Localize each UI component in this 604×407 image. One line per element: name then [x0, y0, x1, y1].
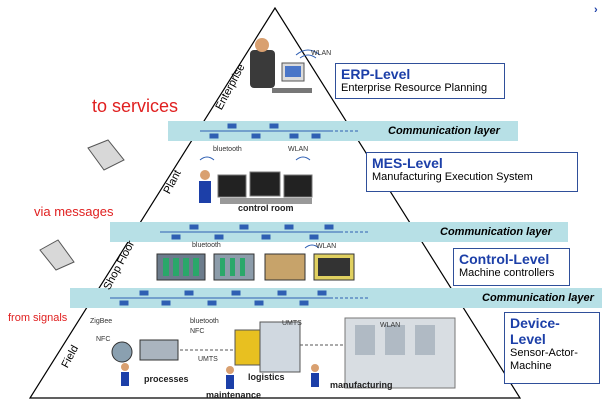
control-level-box: Control-Level Machine controllers	[453, 248, 570, 286]
network-bus-2	[160, 224, 370, 240]
umts-label-1: UMTS	[282, 320, 302, 327]
comm-layer-label-2: Communication layer	[440, 226, 552, 238]
zigbee-label: ZigBee	[90, 318, 113, 325]
wlan-label-shop: WLAN	[316, 243, 337, 250]
control-level-title: Control-Level	[459, 251, 550, 267]
field-devices-illustration	[111, 317, 456, 389]
maintenance-label: maintenance	[206, 390, 262, 400]
control-room-label: control room	[238, 203, 294, 213]
label-to-services: to services	[92, 96, 179, 116]
erp-level-subtitle: Enterprise Resource Planning	[341, 82, 488, 94]
erp-workstation-illustration	[250, 38, 321, 93]
wlan-label-plant: WLAN	[288, 146, 309, 153]
network-bus-1	[200, 123, 360, 139]
wlan-label-field: WLAN	[380, 322, 401, 329]
nfc-label-1: NFC	[96, 336, 111, 343]
nfc-label-2: NFC	[190, 328, 205, 335]
bluetooth-label-shop: bluetooth	[192, 242, 221, 249]
device-level-box: Device-Level Sensor-Actor-Machine	[504, 312, 600, 384]
control-room-illustration	[199, 156, 313, 204]
bluetooth-label-plant: bluetooth	[213, 146, 242, 153]
arrow-shape-services	[87, 139, 125, 171]
logistics-label: logistics	[248, 372, 285, 382]
controllers-illustration	[156, 244, 355, 281]
erp-level-box: ERP-Level Enterprise Resource Planning	[335, 63, 505, 99]
network-bus-3	[110, 290, 370, 306]
chevron-right-icon[interactable]: ›	[594, 4, 598, 16]
wlan-label-erp: WLAN	[311, 50, 332, 57]
device-level-title: Device-Level	[510, 315, 560, 347]
label-via-messages: via messages	[34, 204, 114, 219]
mes-level-subtitle: Manufacturing Execution System	[372, 171, 533, 183]
umts-label-2: UMTS	[198, 356, 218, 363]
mes-level-title: MES-Level	[372, 155, 443, 171]
mes-level-box: MES-Level Manufacturing Execution System	[366, 152, 578, 192]
comm-layer-label-1: Communication layer	[388, 125, 500, 137]
label-from-signals: from signals	[8, 312, 68, 324]
bluetooth-label-field: bluetooth	[190, 318, 219, 325]
control-level-subtitle: Machine controllers	[459, 267, 555, 279]
comm-layer-label-3: Communication layer	[482, 292, 594, 304]
manufacturing-label: manufacturing	[330, 380, 393, 390]
processes-label: processes	[144, 374, 189, 384]
arrow-shape-messages	[39, 239, 75, 271]
device-level-subtitle: Sensor-Actor-Machine	[510, 347, 578, 372]
erp-level-title: ERP-Level	[341, 66, 411, 82]
